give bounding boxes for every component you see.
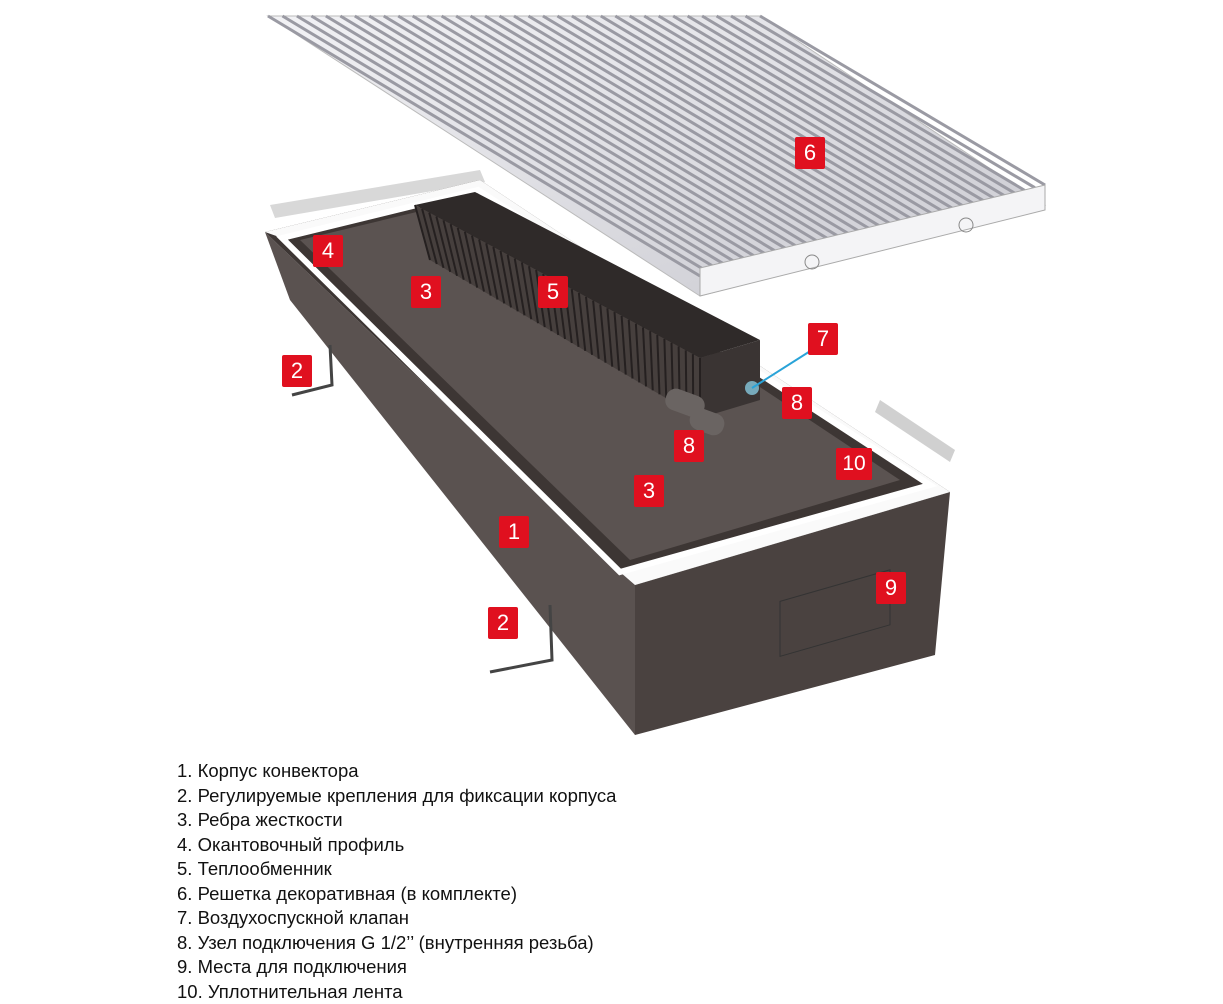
callout-4: 4 (313, 235, 343, 267)
callout-8: 8 (674, 430, 704, 462)
callout-9: 9 (876, 572, 906, 604)
legend-item: 2. Регулируемые крепления для фиксации к… (177, 784, 616, 809)
callout-2: 2 (488, 607, 518, 639)
legend-item: 9. Места для подключения (177, 955, 616, 980)
convector-illustration (0, 0, 1223, 760)
callout-8: 8 (782, 387, 812, 419)
legend-item: 10. Уплотнительная лента (177, 980, 616, 1004)
legend-item: 4. Окантовочный профиль (177, 833, 616, 858)
callout-3: 3 (411, 276, 441, 308)
legend-item: 7. Воздухоспускной клапан (177, 906, 616, 931)
callout-5: 5 (538, 276, 568, 308)
legend-item: 6. Решетка декоративная (в комплекте) (177, 882, 616, 907)
callout-1: 1 (499, 516, 529, 548)
callout-6: 6 (795, 137, 825, 169)
callout-3: 3 (634, 475, 664, 507)
callout-10: 10 (836, 448, 872, 480)
callout-7: 7 (808, 323, 838, 355)
legend-item: 3. Ребра жесткости (177, 808, 616, 833)
callout-2: 2 (282, 355, 312, 387)
legend-item: 5. Теплообменник (177, 857, 616, 882)
parts-legend: 1. Корпус конвектора 2. Регулируемые кре… (177, 759, 616, 1004)
legend-item: 1. Корпус конвектора (177, 759, 616, 784)
legend-item: 8. Узел подключения G 1/2’’ (внутренняя … (177, 931, 616, 956)
